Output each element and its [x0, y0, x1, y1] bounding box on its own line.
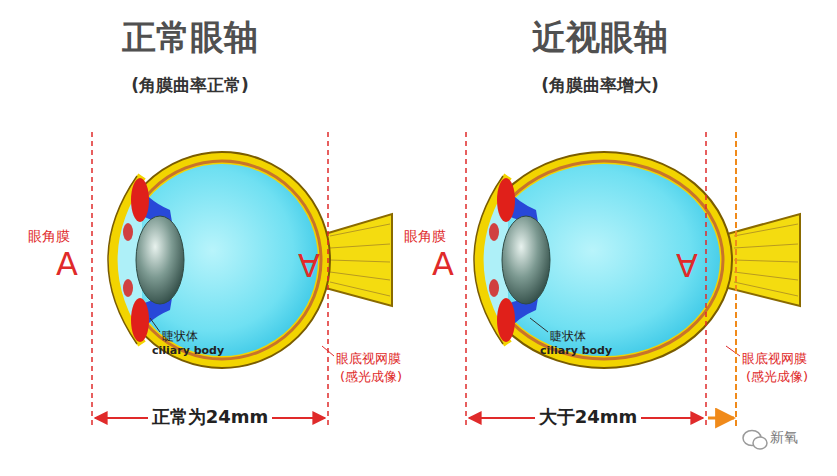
object-letter: A: [432, 246, 454, 283]
part-label: 睫状体: [162, 330, 198, 344]
image-letter: A: [676, 246, 698, 283]
image-letter: A: [298, 246, 320, 283]
part-label: 眼角膜: [28, 228, 70, 244]
panel-subtitle: (角膜曲率正常): [131, 76, 249, 96]
panel-title: 近视眼轴: [532, 18, 668, 57]
dimension-label: 大于24mm: [535, 407, 642, 428]
part-label: 眼角膜: [404, 228, 446, 244]
object-letter: A: [56, 246, 78, 283]
dimension-label: 正常为24mm: [148, 407, 273, 428]
part-label: ciliary body: [540, 345, 612, 358]
panel-title: 正常眼轴: [122, 18, 258, 57]
part-label: 睫状体: [550, 330, 586, 344]
part-label: (感光成像): [340, 370, 402, 385]
part-label: 眼底视网膜: [336, 352, 401, 367]
watermark-icon: [743, 431, 767, 450]
panel-subtitle: (角膜曲率增大): [541, 76, 659, 96]
watermark: 新氧: [770, 429, 798, 445]
part-label: 眼底视网膜: [742, 352, 807, 367]
part-label: (感光成像): [746, 370, 808, 385]
part-label: ciliary body: [152, 345, 224, 358]
